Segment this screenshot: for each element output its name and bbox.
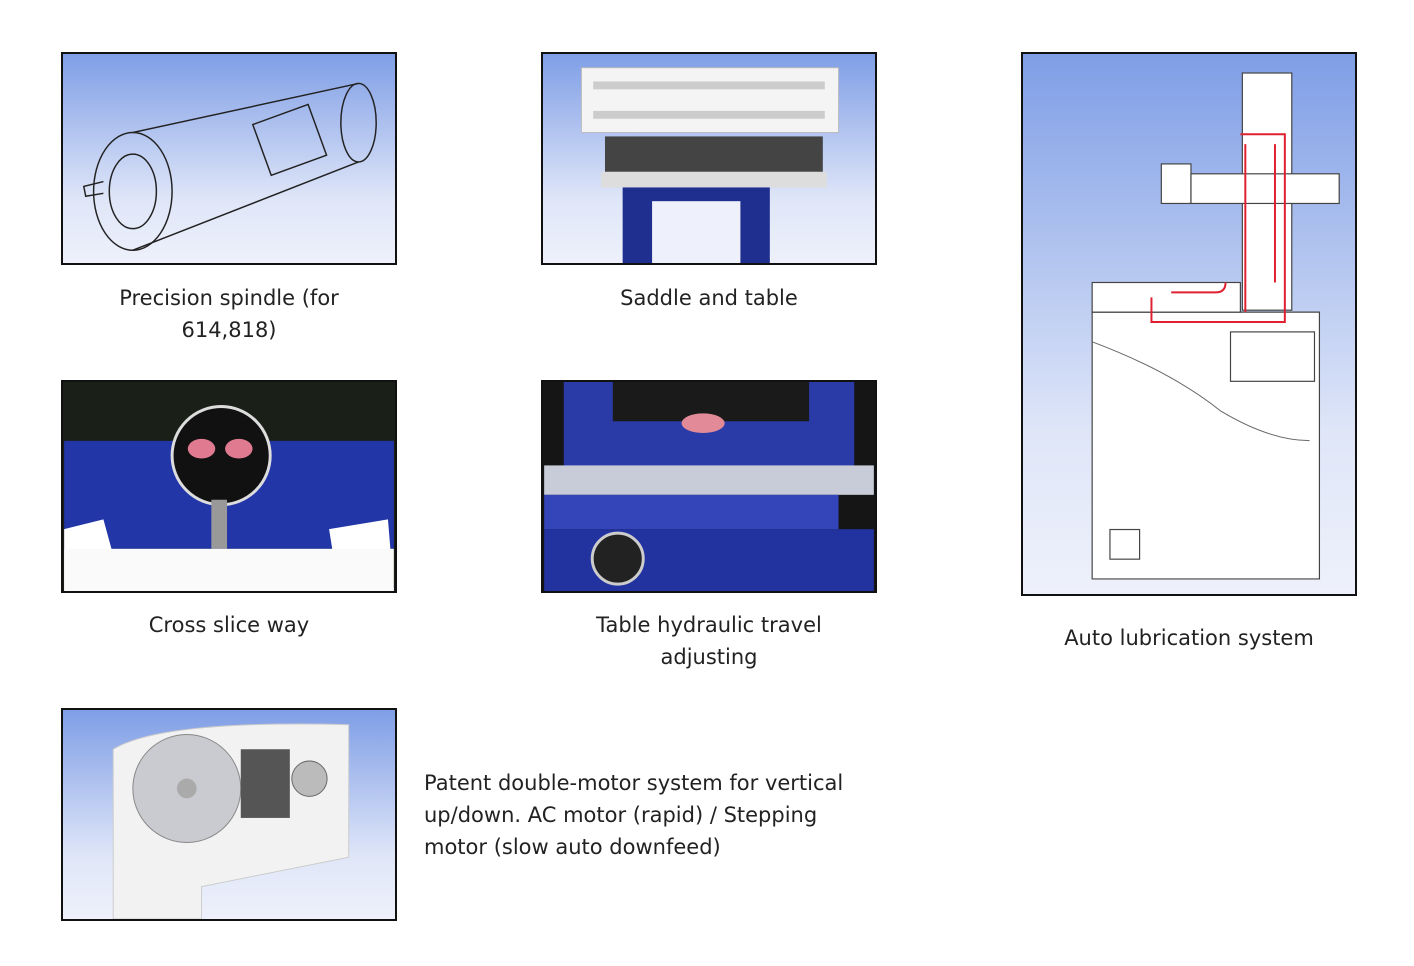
saddle-table-image <box>541 52 877 265</box>
hydraulic-table-photo-icon <box>544 382 874 591</box>
caption-auto-lubrication: Auto lubrication system <box>1064 626 1314 650</box>
spindle-drawing-icon <box>82 82 377 251</box>
cross-slide-image <box>61 380 397 593</box>
double-motor-photo-icon <box>112 723 350 919</box>
lubrication-diagram-icon <box>1091 72 1340 580</box>
hydraulic-table-image <box>541 380 877 593</box>
saddle-table-photo-icon <box>580 67 840 263</box>
caption-cross-slice-way: Cross slice way <box>148 613 310 637</box>
lubrication-image <box>1021 52 1357 596</box>
spindle-image <box>61 52 397 265</box>
caption-double-motor: Patent double-motor system for vertical … <box>424 771 844 859</box>
cross-slide-photo-icon <box>64 405 394 591</box>
caption-table-hydraulic: Table hydraulic travel adjusting <box>596 613 822 669</box>
caption-precision-spindle: Precision spindle (for 614,818) <box>119 286 339 342</box>
double-motor-image <box>61 708 397 921</box>
caption-saddle-table: Saddle and table <box>620 286 798 310</box>
